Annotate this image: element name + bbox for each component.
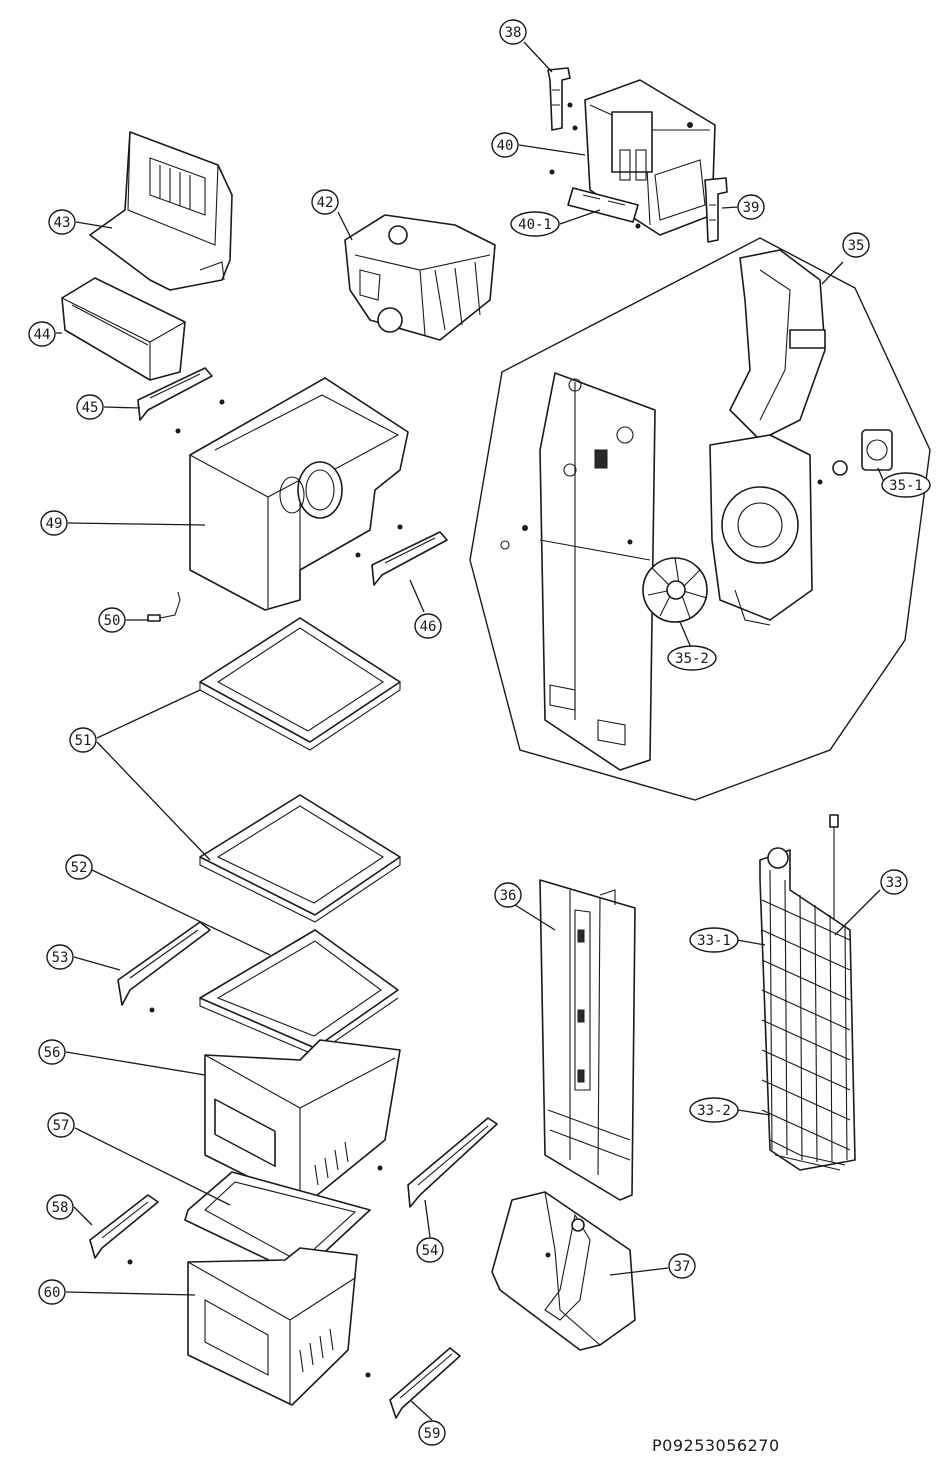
svg-text:35-2: 35-2 [675,651,709,667]
svg-text:33-1: 33-1 [697,933,731,949]
part-43-cover [89,131,233,291]
part-46-rail [355,524,448,586]
callout-37: 37 [668,1253,696,1279]
callout-44: 44 [28,321,56,347]
callout-33: 33 [880,869,908,895]
svg-text:39: 39 [743,200,760,216]
callout-54: 54 [416,1237,444,1263]
svg-text:51: 51 [75,733,92,749]
callout-50: 50 [98,607,126,633]
svg-text:40-1: 40-1 [518,217,552,233]
callout-45: 45 [76,394,104,420]
part-42-ice-maker [344,214,496,341]
svg-text:40: 40 [497,138,514,154]
callout-40: 40 [491,132,519,158]
part-40-control-box [549,79,716,236]
callout-53: 53 [46,944,74,970]
svg-text:49: 49 [46,516,63,532]
part-59-rail [365,1347,461,1419]
diagram-code: P09253056270 [652,1436,780,1455]
callout-56: 56 [38,1039,66,1065]
callout-38: 38 [499,19,527,45]
part-50-wire [147,591,181,622]
callout-35-1: 35-1 [881,472,931,498]
part-54-rail [377,1117,498,1208]
part-36-evaporator-cover [539,879,636,1201]
part-58-rail [89,1194,159,1265]
part-53-rail [117,921,211,1013]
part-33-evaporator [759,814,856,1171]
svg-text:35: 35 [848,238,865,254]
part-44-tray [61,277,186,381]
svg-text:56: 56 [44,1045,61,1061]
callout-36: 36 [494,882,522,908]
svg-text:60: 60 [44,1285,61,1301]
callout-43: 43 [48,209,76,235]
part-56-drawer [204,1039,401,1206]
leader-lines [56,41,885,1421]
part-40-1-label-plate [567,187,641,229]
svg-text:45: 45 [82,400,99,416]
callout-58: 58 [46,1194,74,1220]
svg-text:58: 58 [52,1200,69,1216]
svg-text:33-2: 33-2 [697,1103,731,1119]
callout-33-1: 33-1 [689,927,739,953]
part-37-duct [491,1191,636,1351]
callout-52: 52 [65,854,93,880]
callout-59: 59 [418,1420,446,1446]
svg-text:59: 59 [424,1426,441,1442]
callout-57: 57 [47,1112,75,1138]
svg-text:54: 54 [422,1243,439,1259]
callout-49: 49 [40,510,68,536]
part-51-shelf-lower [199,794,401,923]
svg-text:42: 42 [317,195,334,211]
svg-text:57: 57 [53,1118,70,1134]
callout-35: 35 [842,232,870,258]
svg-text:36: 36 [500,888,517,904]
part-35-fan-assembly-group [469,237,931,801]
svg-text:33: 33 [886,875,903,891]
svg-text:46: 46 [420,619,437,635]
part-49-ice-bucket [189,377,409,611]
part-52-shelf [199,929,399,1056]
part-57-crisper-cover [184,1171,371,1276]
callout-42: 42 [311,189,339,215]
svg-text:43: 43 [54,215,71,231]
svg-text:37: 37 [674,1259,691,1275]
svg-text:52: 52 [71,860,88,876]
part-51-shelf-upper [199,617,401,751]
part-38-bracket [547,67,571,131]
callout-33-2: 33-2 [689,1097,739,1123]
svg-text:44: 44 [34,327,51,343]
part-39-bracket [704,177,728,243]
callout-46: 46 [414,613,442,639]
svg-text:35-1: 35-1 [889,478,923,494]
part-45-rail [137,367,225,434]
callout-35-2: 35-2 [667,645,717,671]
callout-51: 51 [69,727,97,753]
part-60-drawer [187,1247,358,1406]
svg-text:53: 53 [52,950,69,966]
svg-text:38: 38 [505,25,522,41]
callout-39: 39 [737,194,765,220]
callout-40-1: 40-1 [510,211,560,237]
callout-60: 60 [38,1279,66,1305]
svg-text:50: 50 [104,613,121,629]
